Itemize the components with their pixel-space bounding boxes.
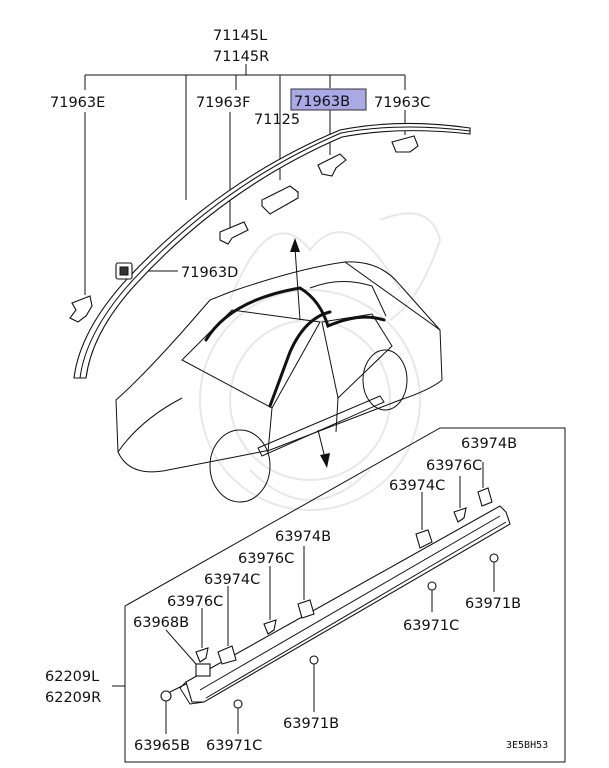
highlight-box	[290, 88, 367, 111]
label-63974c-upper: 63974C	[389, 478, 445, 494]
arrow-down	[317, 429, 330, 468]
top-leader-lines	[84, 64, 406, 295]
clip-71963d	[115, 262, 133, 280]
clip-63974b-mid	[297, 546, 315, 619]
label-63971c-right: 63971C	[403, 618, 459, 634]
watermark-emblem	[199, 212, 442, 511]
sill-parts-frame	[124, 427, 566, 763]
clip-63976c-upper	[453, 476, 467, 523]
clip-63976c-mid	[263, 566, 277, 635]
car-outline	[115, 261, 443, 503]
clip-71963f	[219, 221, 249, 245]
label-63974b-mid: 63974B	[275, 529, 331, 545]
label-63976c-mid: 63976C	[238, 551, 294, 567]
label-71963c: 71963C	[374, 95, 430, 111]
label-71145l: 71145L	[213, 28, 267, 44]
screw-63965b	[160, 683, 187, 734]
side-sill-garnish	[179, 505, 511, 705]
clip-63968b	[165, 629, 211, 677]
label-63974c-lower: 63974C	[204, 572, 260, 588]
clip-71963c	[391, 135, 419, 153]
label-71125: 71125	[254, 112, 300, 128]
label-63971b-right: 63971B	[465, 596, 521, 612]
label-62209r: 62209R	[45, 690, 101, 706]
label-63971b-bottom: 63971B	[283, 716, 339, 732]
label-71145r: 71145R	[213, 49, 269, 65]
clip-63974b-upper	[477, 462, 493, 507]
clip-63976c-lower	[195, 608, 209, 663]
label-63974b-upper: 63974B	[461, 436, 517, 452]
clip-63974c-lower	[217, 586, 237, 665]
label-71963e: 71963E	[50, 95, 105, 111]
screw-63971c-bottom	[233, 699, 243, 734]
label-71963b: 71963B	[294, 94, 350, 110]
roof-moulding	[73, 122, 471, 379]
label-63971c-bottom: 63971C	[206, 738, 262, 754]
screw-63971c-right	[427, 581, 437, 612]
clip-63974c-upper	[415, 492, 433, 549]
label-63976c-upper: 63976C	[426, 458, 482, 474]
arrow-up	[290, 238, 301, 321]
screw-63971b-bottom	[309, 655, 319, 712]
label-63968b: 63968B	[133, 615, 189, 631]
diagram-code: 3E5BH53	[506, 740, 548, 751]
label-71963f: 71963F	[196, 95, 250, 111]
clip-71963b	[317, 153, 347, 177]
label-63965b: 63965B	[134, 738, 190, 754]
label-62209l: 62209L	[45, 669, 99, 685]
label-63976c-lower: 63976C	[167, 594, 223, 610]
label-71963d: 71963D	[181, 265, 238, 281]
part-71125	[261, 185, 299, 215]
clip-71963e	[69, 295, 93, 323]
screw-63971b-right	[489, 553, 499, 592]
